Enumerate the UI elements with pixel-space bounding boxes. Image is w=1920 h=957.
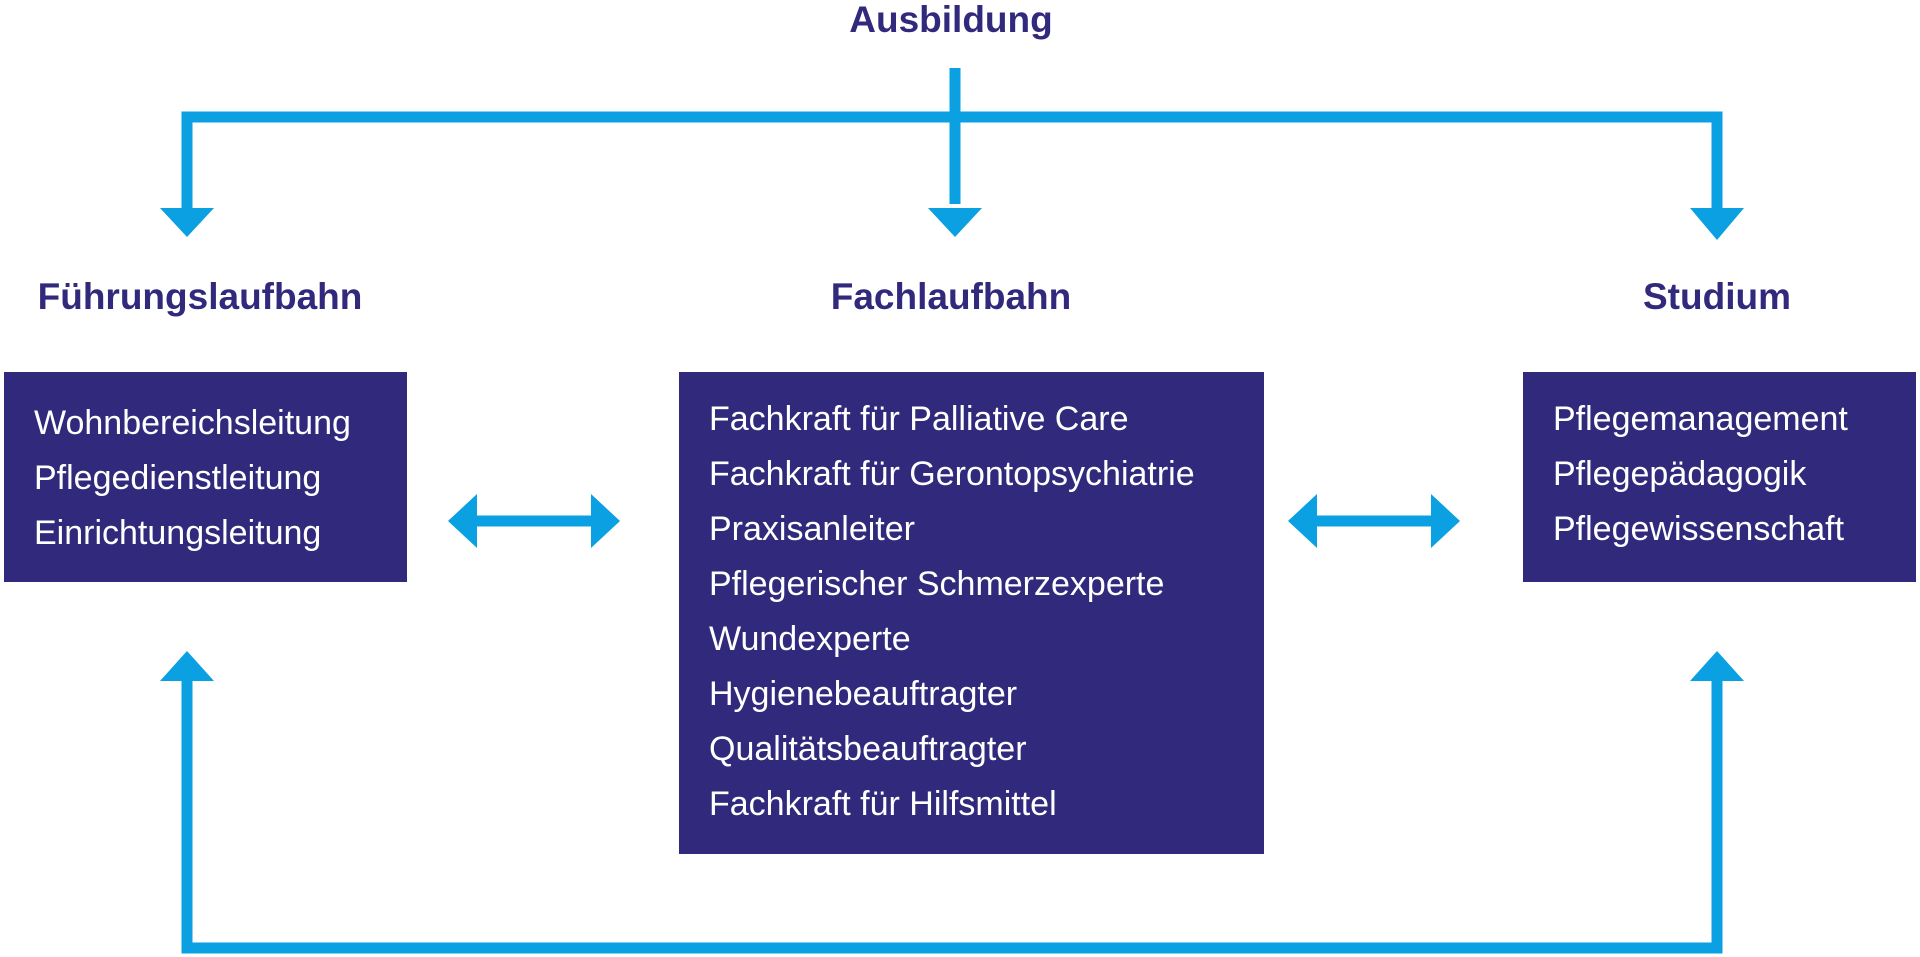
list-item: Pflegewissenschaft (1553, 510, 1845, 548)
arrowhead-up-study (1690, 651, 1744, 681)
column-heading-leadership: Führungslaufbahn (37, 276, 363, 317)
top-branch-connector (181, 111, 1723, 209)
arrowhead-down-specialist (928, 208, 982, 237)
specialist-box: Fachkraft für Palliative Care Fachkraft … (679, 372, 1264, 854)
column-heading-study: Studium (1643, 276, 1791, 317)
study-list: Pflegemanagement Pflegepädagogik Pflegew… (1553, 392, 1896, 557)
right-double-arrow-head-right (1431, 494, 1460, 548)
list-item: Praxisanleiter (709, 510, 915, 548)
list-item: Qualitätsbeauftragter (709, 730, 1027, 768)
list-item: Pflegemanagement (1553, 400, 1848, 438)
list-item: Pflegepädagogik (1553, 455, 1807, 493)
right-double-arrow-head-left (1288, 494, 1317, 548)
list-item: Hygienebeauftragter (709, 675, 1018, 713)
list-item: Fachkraft für Hilfsmittel (709, 785, 1057, 823)
specialist-list: Fachkraft für Palliative Care Fachkraft … (709, 392, 1244, 832)
list-item: Einrichtungsleitung (34, 514, 322, 552)
list-item: Pflegerischer Schmerzexperte (709, 565, 1165, 603)
arrowhead-down-study (1690, 208, 1744, 240)
top-node-ausbildung: Ausbildung (849, 0, 1053, 40)
list-item: Pflegedienstleitung (34, 459, 322, 497)
arrowhead-up-leadership (160, 651, 214, 681)
list-item: Wohnbereichsleitung (34, 404, 351, 442)
bottom-loop-connector (181, 678, 1723, 954)
list-item: Fachkraft für Palliative Care (709, 400, 1129, 438)
left-double-arrow-head-right (591, 494, 620, 548)
leadership-list: Wohnbereichsleitung Pflegedienstleitung … (34, 396, 387, 561)
leadership-box: Wohnbereichsleitung Pflegedienstleitung … (4, 372, 407, 582)
list-item: Fachkraft für Gerontopsychiatrie (709, 455, 1195, 493)
study-box: Pflegemanagement Pflegepädagogik Pflegew… (1523, 372, 1916, 582)
left-double-arrow-head-left (448, 494, 477, 548)
list-item: Wundexperte (709, 620, 911, 658)
arrowhead-down-leadership (160, 208, 214, 237)
column-heading-specialist: Fachlaufbahn (830, 276, 1072, 317)
